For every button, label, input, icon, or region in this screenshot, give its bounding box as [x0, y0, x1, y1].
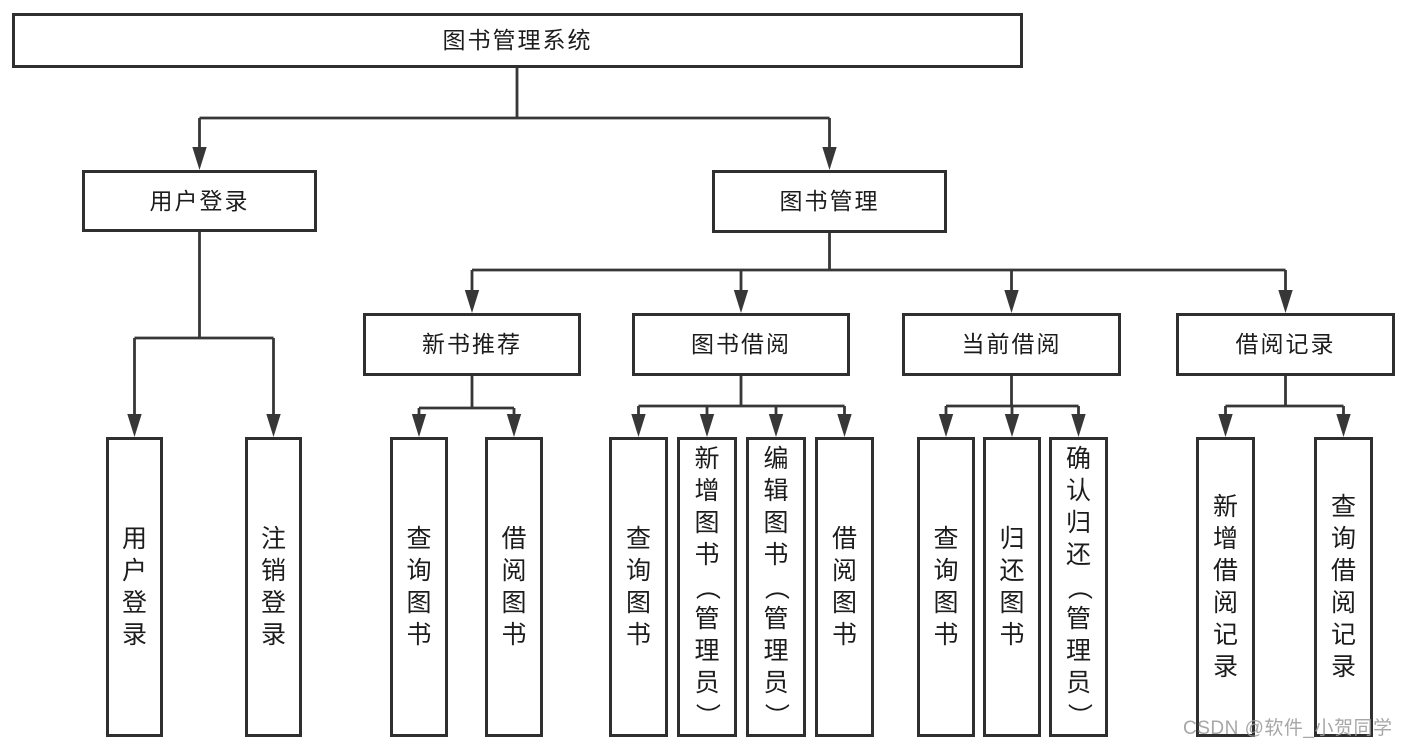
node-book-management-branch: 图书管理	[712, 170, 947, 233]
node-borrow-books-borrowing: 借阅图书	[815, 437, 874, 737]
node-label: 借阅记录	[1235, 331, 1336, 357]
node-query-books-current: 查询图书	[917, 437, 975, 737]
connector-lines	[133, 68, 1345, 419]
node-logout: 注销登录	[245, 437, 302, 737]
node-label: 用户登录	[121, 524, 147, 649]
node-label: 图书借阅	[691, 331, 791, 357]
node-label: 查询图书	[933, 524, 959, 649]
node-query-borrow-record: 查询借阅记录	[1314, 437, 1373, 737]
node-label: 新书推荐	[422, 331, 522, 357]
node-query-books-recommend: 查询图书	[390, 437, 448, 737]
node-label: 借阅图书	[831, 524, 857, 649]
node-borrow-books-recommend: 借阅图书	[485, 437, 543, 737]
node-new-book-recommend: 新书推荐	[363, 313, 581, 376]
node-book-borrowing: 图书借阅	[632, 313, 850, 376]
node-user-login-branch: 用户登录	[82, 170, 317, 232]
node-label: 确认归还（管理员）	[1064, 444, 1093, 728]
node-label: 新增图书（管理员）	[693, 444, 722, 728]
node-label: 查询图书	[406, 524, 432, 649]
node-user-login-leaf: 用户登录	[106, 437, 163, 737]
node-label: 查询借阅记录	[1330, 492, 1356, 681]
csdn-watermark: CSDN @软件_小贺同学	[1183, 718, 1393, 739]
arrowheads	[127, 147, 1351, 437]
node-confirm-return-admin: 确认归还（管理员）	[1049, 437, 1108, 737]
node-edit-books-admin: 编辑图书（管理员）	[746, 437, 806, 737]
node-add-books-admin: 新增图书（管理员）	[677, 437, 737, 737]
node-add-borrow-record: 新增借阅记录	[1196, 437, 1255, 737]
node-label: 新增借阅记录	[1212, 492, 1238, 681]
node-query-books-borrowing: 查询图书	[609, 437, 668, 737]
node-label: 编辑图书（管理员）	[762, 444, 791, 728]
node-current-borrowing: 当前借阅	[902, 313, 1121, 376]
node-return-books: 归还图书	[983, 437, 1041, 737]
node-label: 图书管理系统	[442, 27, 593, 53]
node-label: 归还图书	[999, 524, 1025, 649]
node-label: 注销登录	[260, 524, 286, 649]
node-borrowing-records: 借阅记录	[1176, 313, 1395, 376]
node-label: 查询图书	[625, 524, 651, 649]
node-label: 用户登录	[149, 187, 250, 214]
node-library-management-system: 图书管理系统	[12, 13, 1023, 68]
node-label: 借阅图书	[501, 524, 527, 649]
node-label: 图书管理	[779, 188, 880, 214]
node-label: 当前借阅	[961, 331, 1062, 357]
